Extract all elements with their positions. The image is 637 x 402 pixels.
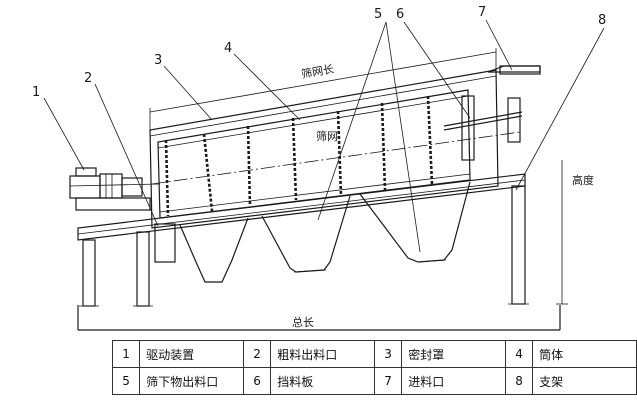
parts-legend-table: 1 驱动装置 2 粗料出料口 3 密封罩 4 筒体 5 筛下物出料口 6 挡料板… bbox=[111, 340, 637, 395]
callout-2: 2 bbox=[84, 71, 92, 86]
trommel-screen-drawing: 筛网 筛网长 总长 高度 bbox=[32, 5, 606, 331]
coarse-outlet bbox=[154, 223, 176, 263]
legend-row: 5 筛下物出料口 6 挡料板 7 进料口 8 支架 bbox=[111, 367, 637, 395]
legend-number: 6 bbox=[242, 367, 272, 395]
leader-lines bbox=[43, 19, 605, 253]
legend-number: 8 bbox=[504, 367, 534, 395]
dimension-lines bbox=[149, 48, 568, 305]
drive-unit bbox=[69, 167, 161, 211]
feed-inlet bbox=[487, 65, 541, 75]
legend-number: 5 bbox=[111, 367, 141, 395]
legend-name: 筛下物出料口 bbox=[139, 367, 244, 395]
callout-8: 8 bbox=[598, 13, 606, 28]
legend-number: 3 bbox=[373, 340, 403, 368]
callout-1: 1 bbox=[32, 85, 40, 100]
mesh-label: 筛网 bbox=[316, 129, 338, 143]
legend-name: 支架 bbox=[532, 367, 637, 395]
callout-4: 4 bbox=[224, 41, 232, 56]
legend-name: 驱动装置 bbox=[139, 340, 244, 368]
legend-row: 1 驱动装置 2 粗料出料口 3 密封罩 4 筒体 bbox=[111, 340, 637, 368]
screen-mesh-rings bbox=[164, 95, 434, 217]
legend-name: 粗料出料口 bbox=[270, 340, 375, 368]
legend-number: 7 bbox=[373, 367, 403, 395]
baffle-plate bbox=[443, 95, 523, 161]
height-label: 高度 bbox=[572, 173, 594, 187]
legend-name: 密封罩 bbox=[401, 340, 506, 368]
sealing-cover bbox=[149, 69, 499, 229]
support-legs bbox=[79, 185, 529, 307]
legend-number: 1 bbox=[111, 340, 141, 368]
callout-3: 3 bbox=[154, 53, 162, 68]
legend-number: 2 bbox=[242, 340, 272, 368]
base-beam bbox=[77, 173, 526, 241]
total-length-label: 总长 bbox=[292, 315, 314, 329]
drum-body bbox=[151, 89, 521, 219]
base-frame bbox=[77, 305, 561, 331]
callout-5: 5 bbox=[374, 7, 382, 22]
legend-name: 挡料板 bbox=[270, 367, 375, 395]
legend-number: 4 bbox=[504, 340, 534, 368]
screen-length-label: 筛网长 bbox=[300, 61, 335, 81]
legend-name: 进料口 bbox=[401, 367, 506, 395]
discharge-hoppers bbox=[179, 181, 471, 283]
legend-name: 筒体 bbox=[532, 340, 637, 368]
callout-6: 6 bbox=[396, 7, 404, 22]
callout-7: 7 bbox=[478, 5, 486, 20]
